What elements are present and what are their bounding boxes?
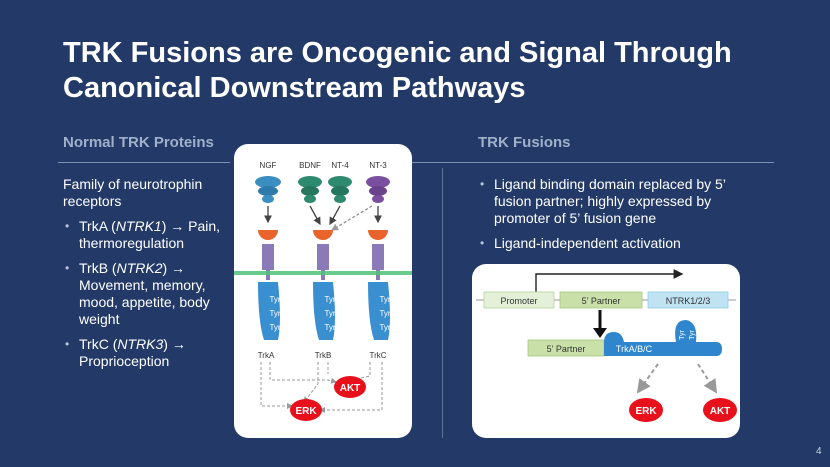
ligand-label-ngf: NGF xyxy=(260,161,277,170)
list-item: TrkA (NTRK1) → Pain, thermoregulation xyxy=(63,218,233,252)
erk-arrow xyxy=(636,363,659,394)
ntrk-segment xyxy=(647,291,729,309)
fusion-list: Ligand binding domain replaced by 5’ fus… xyxy=(478,176,758,252)
akt-label: AKT xyxy=(340,383,361,394)
svg-text:Tyr: Tyr xyxy=(379,295,390,304)
protein-partner-label: 5’ Partner xyxy=(547,344,586,354)
trkc-label: TrkC xyxy=(369,351,386,360)
ngf-ligand-icon xyxy=(255,176,281,203)
trkb-kinase-domain: Tyr Tyr Tyr xyxy=(313,282,336,340)
trk-fusion-diagram: Promoter 5’ Partner NTRK1/2/3 5’ Partner… xyxy=(472,264,740,438)
akt-node xyxy=(334,376,366,398)
nt4-arrow xyxy=(329,205,341,226)
list-item: TrkB (NTRK2) → Movement, memory, mood, a… xyxy=(63,260,233,328)
svg-text:Tyr: Tyr xyxy=(269,309,280,318)
ligand-label-nt4: NT-4 xyxy=(331,161,349,170)
akt-arrow xyxy=(697,363,718,394)
ligand-label-bdnf: BDNF xyxy=(299,161,321,170)
svg-text:Tyr: Tyr xyxy=(379,323,390,332)
translation-arrowhead xyxy=(593,328,607,338)
intro-text: Family of neurotrophin receptors xyxy=(63,176,203,209)
right-heading-rule xyxy=(412,162,774,163)
normal-trk-text: Family of neurotrophin receptors TrkA (N… xyxy=(63,176,233,378)
ligand-label-nt3: NT-3 xyxy=(369,161,387,170)
svg-text:Tyr: Tyr xyxy=(324,295,335,304)
svg-text:Tyr: Tyr xyxy=(269,323,280,332)
column-divider xyxy=(442,168,443,438)
trka-kinase-domain: Tyr Tyr Tyr xyxy=(258,282,281,340)
erk-label: ERK xyxy=(295,406,317,417)
normal-trk-heading: Normal TRK Proteins xyxy=(63,134,214,151)
bdnf-arrow xyxy=(309,205,321,226)
list-item: Ligand binding domain replaced by 5’ fus… xyxy=(478,176,758,227)
fusion-akt-label: AKT xyxy=(710,406,731,417)
erk-node xyxy=(290,399,322,421)
fusion-erk-node xyxy=(629,398,663,422)
protein-trk-label: TrkA/B/C xyxy=(616,344,653,354)
svg-text:Tyr: Tyr xyxy=(324,323,335,332)
svg-text:Tyr: Tyr xyxy=(679,329,686,339)
fusion-akt-node xyxy=(703,398,737,422)
trk-fusions-text: Ligand binding domain replaced by 5’ fus… xyxy=(478,176,758,260)
svg-text:Tyr: Tyr xyxy=(379,309,390,318)
transcription-arrow xyxy=(535,269,684,294)
bdnf-ligand-icon xyxy=(298,176,322,203)
svg-text:Tyr: Tyr xyxy=(269,295,280,304)
trk-list: TrkA (NTRK1) → Pain, thermoregulation Tr… xyxy=(63,218,233,370)
list-item: Ligand-independent activation xyxy=(478,235,758,252)
partner-label: 5’ Partner xyxy=(582,296,621,306)
promoter-label: Promoter xyxy=(500,296,537,306)
fusion-kinase-domain: TrkA/B/C Tyr Tyr xyxy=(604,320,722,356)
trkc-kinase-domain: Tyr Tyr Tyr xyxy=(368,282,391,340)
trkb-label: TrkB xyxy=(315,351,332,360)
page-number: 4 xyxy=(816,446,822,457)
svg-text:Tyr: Tyr xyxy=(324,309,335,318)
normal-trk-diagram: NGF BDNF NT-4 NT-3 xyxy=(234,144,412,438)
normal-trk-svg: NGF BDNF NT-4 NT-3 xyxy=(234,161,412,421)
trka-label: TrkA xyxy=(258,351,275,360)
nt3-ligand-icon xyxy=(366,176,390,203)
nt3-trkb-dashed-arrow xyxy=(330,205,373,231)
cell-membrane xyxy=(234,271,412,275)
slide-title: TRK Fusions are Oncogenic and Signal Thr… xyxy=(63,37,732,104)
list-item: TrkC (NTRK3) → Proprioception xyxy=(63,336,233,370)
fusion-erk-label: ERK xyxy=(635,406,657,417)
partner-segment xyxy=(559,291,643,309)
trk-fusions-heading: TRK Fusions xyxy=(478,134,571,151)
ntrk-label: NTRK1/2/3 xyxy=(666,296,711,306)
promoter-segment xyxy=(483,291,555,309)
svg-text:Tyr: Tyr xyxy=(689,329,696,339)
left-heading-rule xyxy=(58,162,230,163)
nt4-ligand-icon xyxy=(328,176,352,203)
trk-fusion-svg: Promoter 5’ Partner NTRK1/2/3 5’ Partner… xyxy=(476,269,737,422)
